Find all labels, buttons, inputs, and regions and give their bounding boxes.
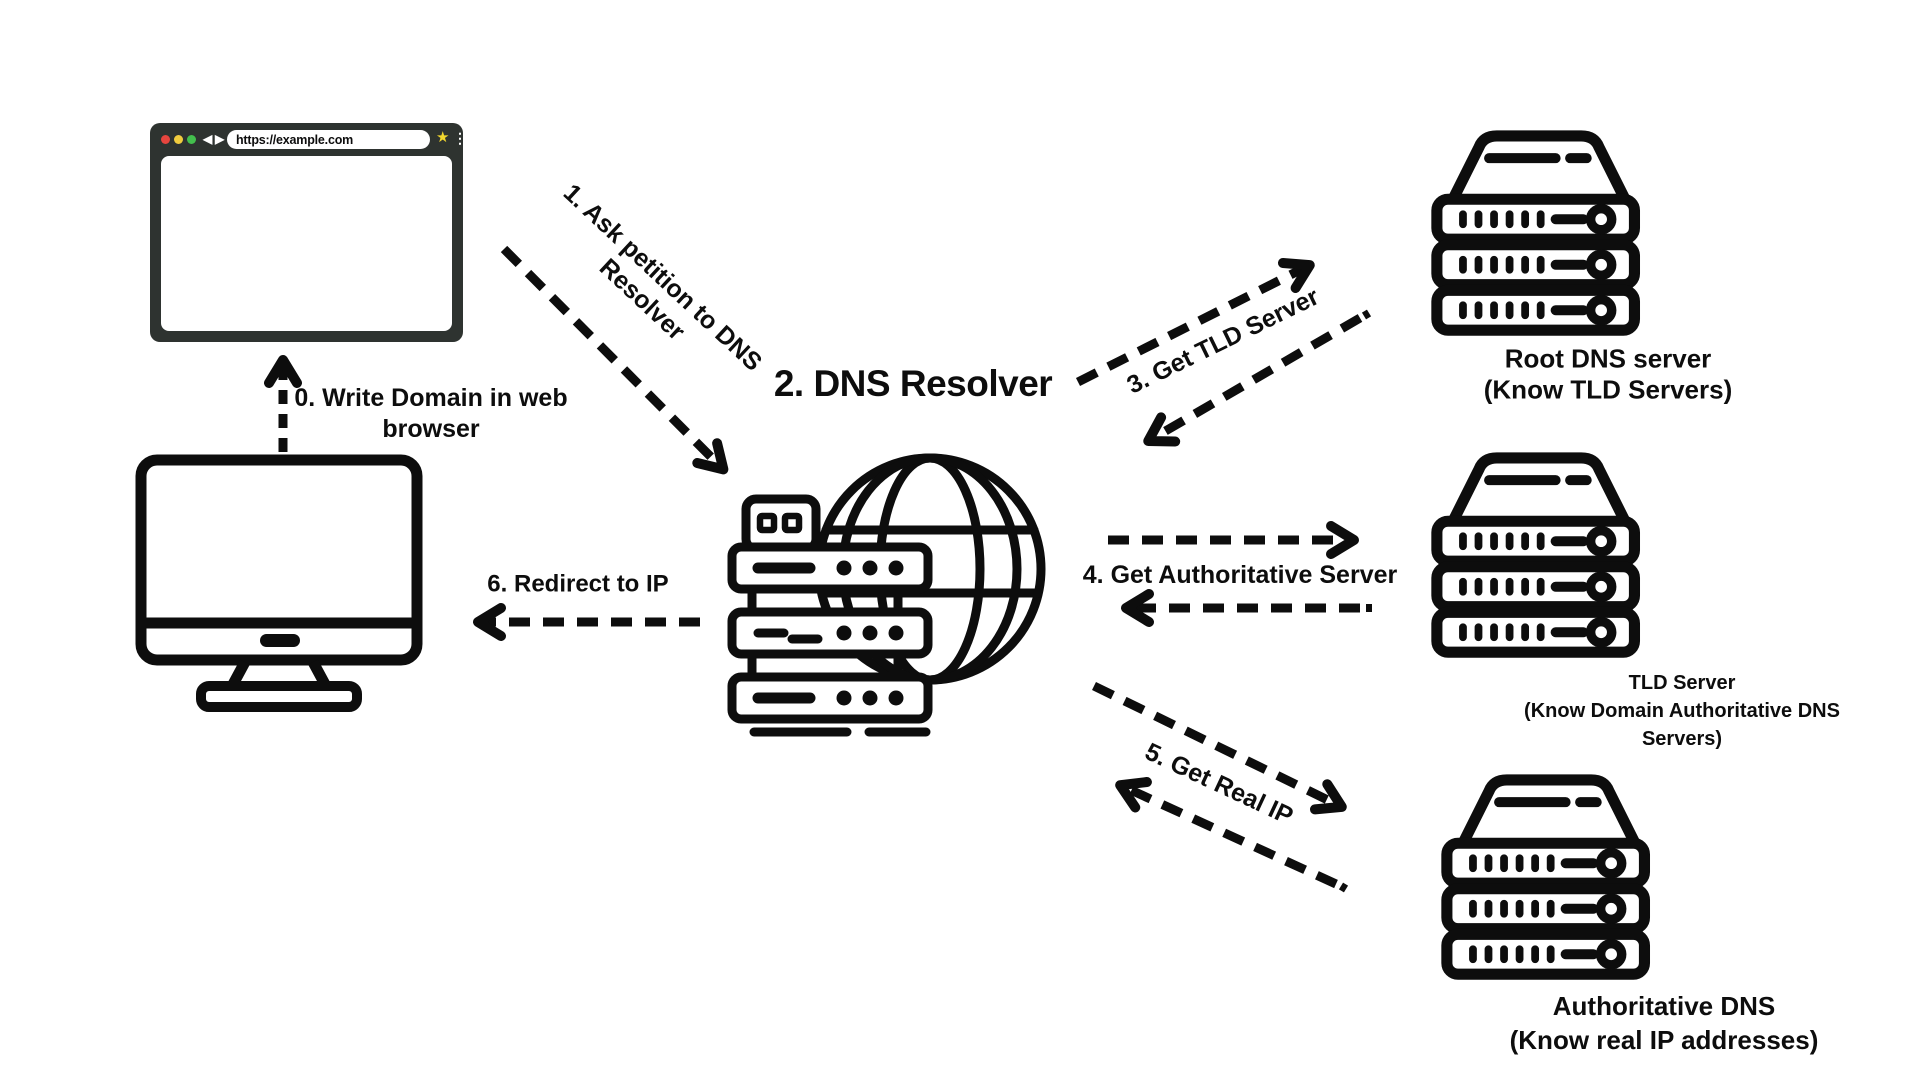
arrow-step3-tick xyxy=(1361,309,1372,320)
step0-label: 0. Write Domain in web browser xyxy=(294,384,568,443)
resolver-rack xyxy=(727,542,933,724)
browser-window: ◀ ▶ https://example.com ★ ⋮ xyxy=(150,123,467,342)
arrow-step5-response xyxy=(1115,777,1338,889)
browser-menu-icon: ⋮ xyxy=(453,130,467,146)
root-dns-name: Root DNS server xyxy=(1504,343,1712,374)
step4-label: 4. Get Authoritative Server xyxy=(1082,561,1398,589)
browser-content-area xyxy=(161,156,452,331)
arrow-step3-request xyxy=(1075,257,1315,387)
tld-server-icon xyxy=(1428,438,1650,660)
dns-resolver-title: 2. DNS Resolver xyxy=(773,362,1053,404)
arrow-step5-request xyxy=(1092,681,1347,815)
computer-monitor-icon xyxy=(135,454,423,712)
bookmark-star-icon: ★ xyxy=(436,129,450,146)
root-dns-server-icon xyxy=(1428,116,1650,338)
maximize-window-icon xyxy=(187,135,196,144)
forward-icon: ▶ xyxy=(215,132,225,146)
minimize-window-icon xyxy=(174,135,183,144)
authoritative-dns-name: Authoritative DNS xyxy=(1552,991,1776,1022)
tld-server-note: (Know Domain Authoritative DNS Servers) xyxy=(1524,700,1840,750)
monitor-screen xyxy=(135,454,423,666)
authoritative-dns-server-icon xyxy=(1438,760,1660,982)
close-window-icon xyxy=(161,135,170,144)
plug-box xyxy=(741,494,821,554)
back-icon: ◀ xyxy=(203,132,213,146)
dns-resolver-icon xyxy=(727,453,1046,737)
arrow-step5-tick xyxy=(1338,882,1349,893)
tld-server-label: TLD Server (Know Domain Authoritative DN… xyxy=(1502,669,1862,753)
arrow-step3-response xyxy=(1143,314,1363,447)
address-bar: https://example.com xyxy=(227,130,430,149)
tld-server-name: TLD Server xyxy=(1628,672,1736,694)
root-dns-label: Root DNS server (Know TLD Servers) xyxy=(1398,343,1818,404)
root-dns-note: (Know TLD Servers) xyxy=(1483,374,1733,404)
monitor-base xyxy=(196,681,362,712)
url-text: https://example.com xyxy=(236,132,354,147)
authoritative-dns-label: Authoritative DNS (Know real IP addresse… xyxy=(1454,990,1874,1058)
authoritative-dns-note: (Know real IP addresses) xyxy=(1509,1025,1819,1055)
step6-label: 6. Redirect to IP xyxy=(487,570,669,598)
arrow-step1 xyxy=(500,245,729,475)
